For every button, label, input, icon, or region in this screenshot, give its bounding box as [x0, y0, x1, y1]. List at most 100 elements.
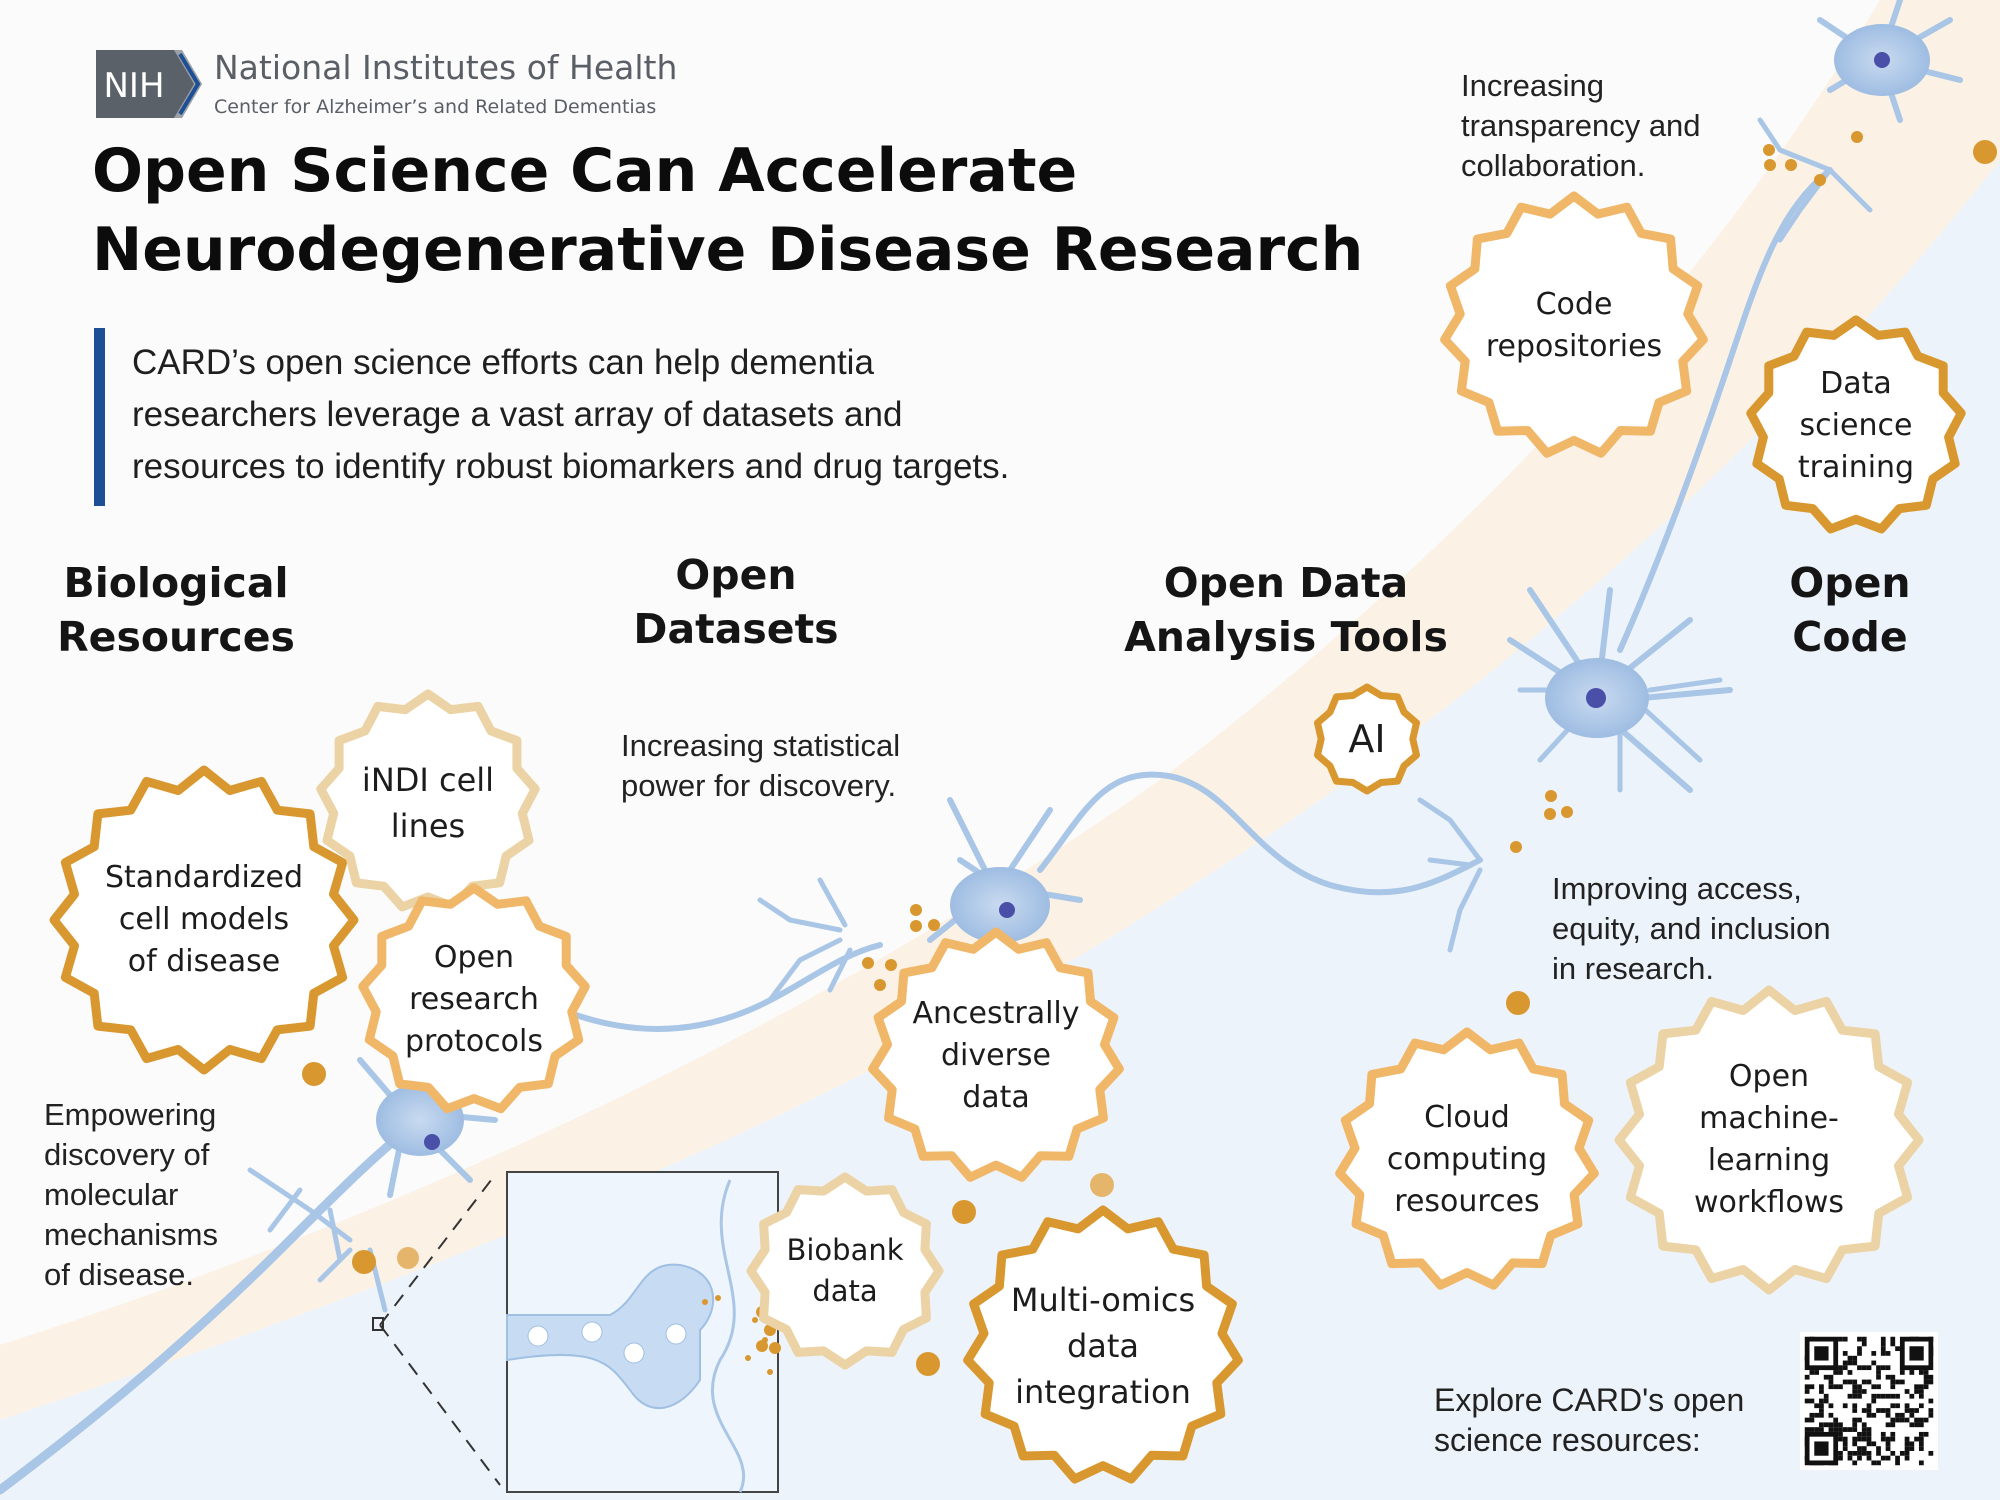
qr-module — [1814, 1403, 1820, 1409]
bubble-line: Open — [433, 940, 515, 975]
qr-module — [1842, 1379, 1848, 1385]
qr-module — [1890, 1450, 1896, 1456]
qr-module — [1918, 1403, 1924, 1409]
note-line: Increasing statistical — [621, 728, 901, 763]
qr-module — [1852, 1417, 1858, 1423]
note-line: molecular — [44, 1177, 179, 1212]
qr-module — [1814, 1427, 1820, 1432]
qr-module — [1838, 1436, 1843, 1442]
qr-module — [1871, 1441, 1877, 1447]
qr-module — [1852, 1450, 1858, 1456]
qr-caption-line: science resources: — [1434, 1422, 1701, 1458]
qr-module — [1885, 1422, 1891, 1428]
heading-line: Code — [1792, 613, 1908, 661]
qr-module — [1923, 1417, 1929, 1423]
qr-module — [1842, 1336, 1848, 1342]
bubble-line: data — [812, 1274, 878, 1308]
note-line: equity, and inclusion — [1552, 911, 1831, 946]
qr-module — [1828, 1427, 1834, 1432]
qr-module — [1871, 1398, 1877, 1404]
qr-module — [1861, 1436, 1867, 1442]
qr-module — [1861, 1389, 1867, 1394]
qr-module — [1895, 1455, 1900, 1461]
qr-module — [1871, 1412, 1877, 1418]
qr-module — [1814, 1412, 1820, 1418]
qr-module — [1857, 1417, 1862, 1423]
qr-module — [1904, 1403, 1910, 1409]
qr-module — [1918, 1460, 1924, 1466]
bubble-line: workflows — [1693, 1185, 1844, 1220]
qr-module — [1819, 1398, 1824, 1404]
qr-module — [1909, 1422, 1915, 1428]
qr-module — [1895, 1379, 1900, 1385]
heading-open-code: Open Code — [1760, 556, 1940, 664]
note-line: in research. — [1552, 951, 1714, 986]
qr-code[interactable] — [1800, 1332, 1938, 1470]
bubble-open-ml-workflows: Open machine- learning workflows — [1636, 1020, 1902, 1260]
badges — [49, 191, 1966, 1484]
qr-module — [1885, 1351, 1891, 1356]
note-transparency: Increasing transparency and collaboratio… — [1461, 66, 1701, 186]
bubble-cloud-computing-resources: Cloud computing resources — [1350, 1050, 1584, 1270]
bubble-line: cell models — [118, 902, 290, 937]
axon-3 — [1037, 771, 1483, 896]
qr-module — [1819, 1389, 1824, 1394]
qr-module — [1823, 1398, 1829, 1404]
qr-module — [1838, 1365, 1843, 1371]
qr-module — [1890, 1384, 1896, 1390]
qr-module — [1918, 1393, 1924, 1399]
qr-module — [1880, 1431, 1886, 1437]
qr-module — [1857, 1351, 1862, 1356]
qr-module — [1871, 1360, 1877, 1366]
badge-ai — [1314, 683, 1420, 795]
qr-module — [1909, 1346, 1924, 1361]
qr-module — [1880, 1346, 1886, 1352]
badge-indi — [316, 689, 540, 912]
qr-module — [1804, 1389, 1810, 1394]
qr-module — [1876, 1393, 1881, 1399]
qr-module — [1852, 1389, 1858, 1394]
note-line: Empowering — [44, 1097, 217, 1132]
note-line: discovery of — [44, 1137, 210, 1172]
qr-module — [1804, 1398, 1810, 1404]
qr-module — [1895, 1417, 1900, 1423]
qr-module — [1804, 1427, 1810, 1432]
heading-line: Resources — [57, 613, 295, 661]
qr-module — [1819, 1412, 1824, 1418]
bubble-line: training — [1797, 450, 1915, 485]
bubble-line: Biobank — [786, 1233, 904, 1267]
qr-module — [1895, 1460, 1900, 1466]
qr-module — [1928, 1412, 1934, 1418]
qr-module — [1861, 1422, 1867, 1428]
qr-module — [1847, 1393, 1853, 1399]
qr-module — [1909, 1370, 1915, 1375]
bubble-standardized-cell-models: Standardized cell models of disease — [64, 800, 344, 1040]
qr-module — [1842, 1436, 1848, 1442]
qr-module — [1890, 1336, 1896, 1342]
synapse-inset — [372, 1171, 779, 1493]
qr-module — [1847, 1379, 1853, 1385]
qr-module — [1923, 1431, 1929, 1437]
qr-module — [1866, 1436, 1872, 1442]
qr-module — [1847, 1370, 1853, 1375]
badge-cloud — [1335, 1027, 1599, 1290]
qr-module — [1928, 1374, 1934, 1380]
qr-module — [1876, 1408, 1881, 1413]
qr-module — [1899, 1370, 1905, 1375]
qr-module — [1876, 1384, 1881, 1390]
qr-module — [1857, 1389, 1862, 1394]
bubble-line: computing — [1386, 1142, 1548, 1177]
intro-line-3: resources to identify robust biomarkers … — [132, 447, 1010, 486]
qr-module — [1833, 1417, 1839, 1423]
heading-line: Analysis Tools — [1124, 613, 1448, 661]
bubble-open-research-protocols: Open research protocols — [370, 902, 578, 1098]
qr-module — [1914, 1436, 1919, 1442]
title-line-2: Neurodegenerative Disease Research — [92, 215, 1364, 285]
qr-module — [1852, 1436, 1858, 1442]
qr-module — [1928, 1398, 1934, 1404]
qr-module — [1852, 1355, 1858, 1361]
neuron-4 — [1817, 0, 1963, 123]
qr-module — [1809, 1412, 1815, 1418]
qr-module — [1899, 1417, 1905, 1423]
heading-open-data-analysis-tools: Open Data Analysis Tools — [1116, 556, 1456, 664]
